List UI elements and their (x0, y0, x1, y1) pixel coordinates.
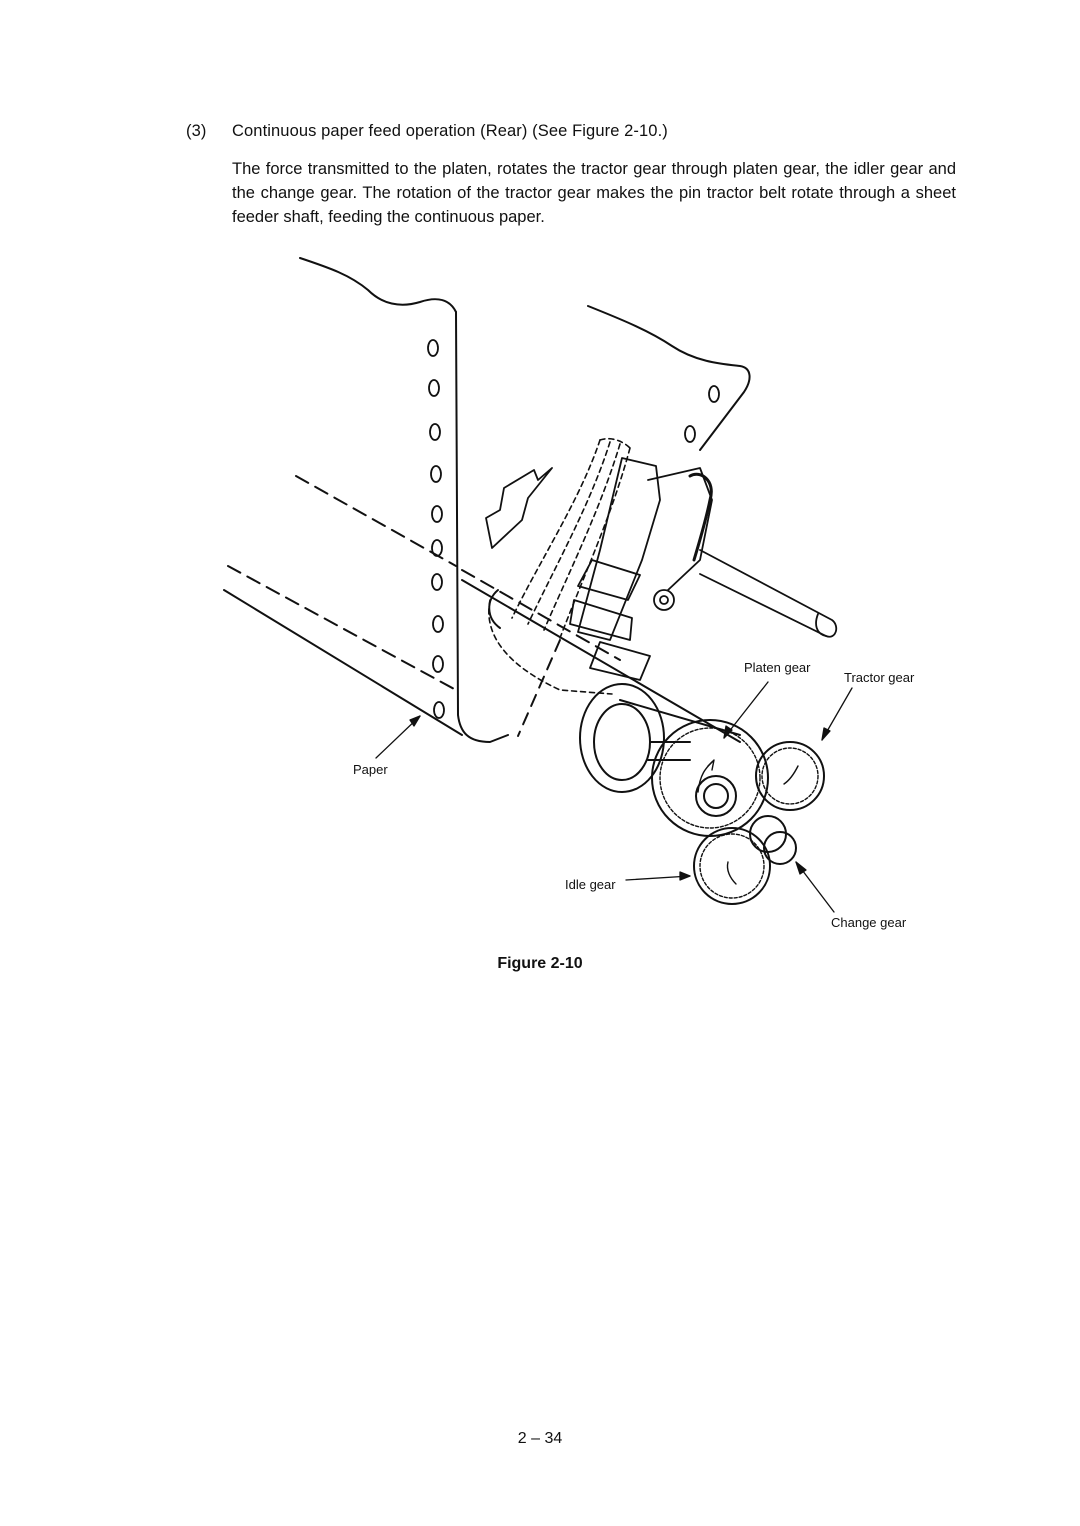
page-number: 2 – 34 (517, 1430, 563, 1447)
figure-labels: Paper Platen gear Tractor gear Idle gear… (353, 660, 915, 930)
tractor-unit (569, 457, 838, 681)
section-heading: (3) Continuous paper feed operation (Rear… (186, 122, 668, 141)
label-platen-gear: Platen gear (744, 660, 811, 675)
pin-tractor-belt (488, 437, 631, 695)
label-change-gear: Change gear (831, 915, 907, 930)
body-paragraph: The force transmitted to the platen, rot… (232, 160, 956, 226)
label-tractor-gear: Tractor gear (844, 670, 915, 685)
section-title: Continuous paper feed operation (Rear) (… (232, 122, 668, 140)
gear-train (651, 719, 825, 905)
section-number: (3) (186, 122, 207, 140)
continuous-paper (299, 257, 751, 743)
paper-path-dashes (227, 475, 621, 691)
label-paper: Paper (353, 762, 388, 777)
figure-caption: Figure 2-10 (497, 955, 583, 972)
feed-direction-arrow (485, 467, 553, 549)
label-idle-gear: Idle gear (565, 877, 616, 892)
label-leaders (375, 681, 853, 913)
